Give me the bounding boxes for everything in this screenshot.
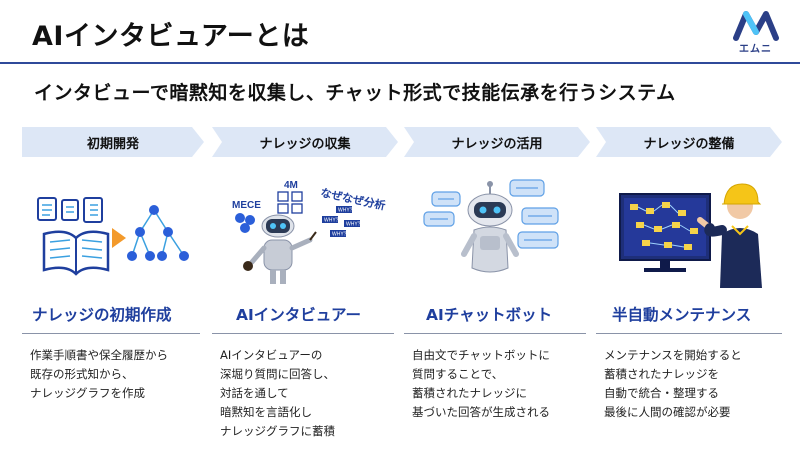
phase-chevron-2: ナレッジの収集 — [212, 127, 398, 157]
card-divider-2 — [212, 333, 394, 334]
robot-interviewer-icon: MECE 4M なぜなぜ分析 WHY? WHY? WHY? WHY? — [232, 180, 387, 284]
svg-text:WHY?: WHY? — [346, 222, 361, 228]
logo-icon — [733, 11, 779, 41]
svg-text:WHY?: WHY? — [324, 218, 339, 224]
card-divider-3 — [404, 333, 586, 334]
4m-label: 4M — [284, 180, 298, 191]
page-title: AIインタビュアーとは — [32, 21, 310, 52]
phase-chevron-3: ナレッジの活用 — [404, 127, 590, 157]
phase-chevron-4: ナレッジの整備 — [596, 127, 782, 157]
svg-text:WHY?: WHY? — [338, 208, 353, 214]
card-divider-1 — [22, 333, 200, 334]
documents-to-graph-icon — [37, 197, 189, 276]
chatbot-icon — [423, 179, 559, 273]
card-desc-interviewer: AIインタビュアーの 深堀り質問に回答し、 対話を通して 暗黙知を言語化し ナレ… — [220, 348, 335, 438]
card-title-interviewer: AIインタビュアー — [236, 306, 362, 324]
card-title-maintenance: 半自動メンテナンス — [612, 306, 752, 324]
card-divider-4 — [596, 333, 782, 334]
mece-label: MECE — [232, 200, 261, 211]
worker-maintenance-icon — [619, 183, 762, 288]
svg-text:WHY?: WHY? — [332, 232, 347, 238]
logo-text: エムニ — [739, 44, 772, 55]
naze-label: なぜなぜ分析 — [319, 185, 386, 212]
phase-chevron-1: 初期開発 — [22, 127, 204, 157]
page-subtitle: インタビューで暗黙知を収集し、チャット形式で技能伝承を行うシステム — [34, 82, 676, 104]
card-desc-initial: 作業手順書や保全履歴から 既存の形式知から、 ナレッジグラフを作成 — [30, 348, 168, 400]
card-title-chatbot: AIチャットボット — [426, 306, 553, 324]
card-desc-chatbot: 自由文でチャットボットに 質問することで、 蓄積されたナレッジに 基づいた回答が… — [412, 348, 550, 419]
header-divider — [0, 62, 800, 64]
card-title-initial: ナレッジの初期作成 — [32, 306, 172, 324]
card-desc-maintenance: メンテナンスを開始すると 蓄積されたナレッジを 自動で統合・整理する 最後に人間… — [604, 348, 742, 419]
